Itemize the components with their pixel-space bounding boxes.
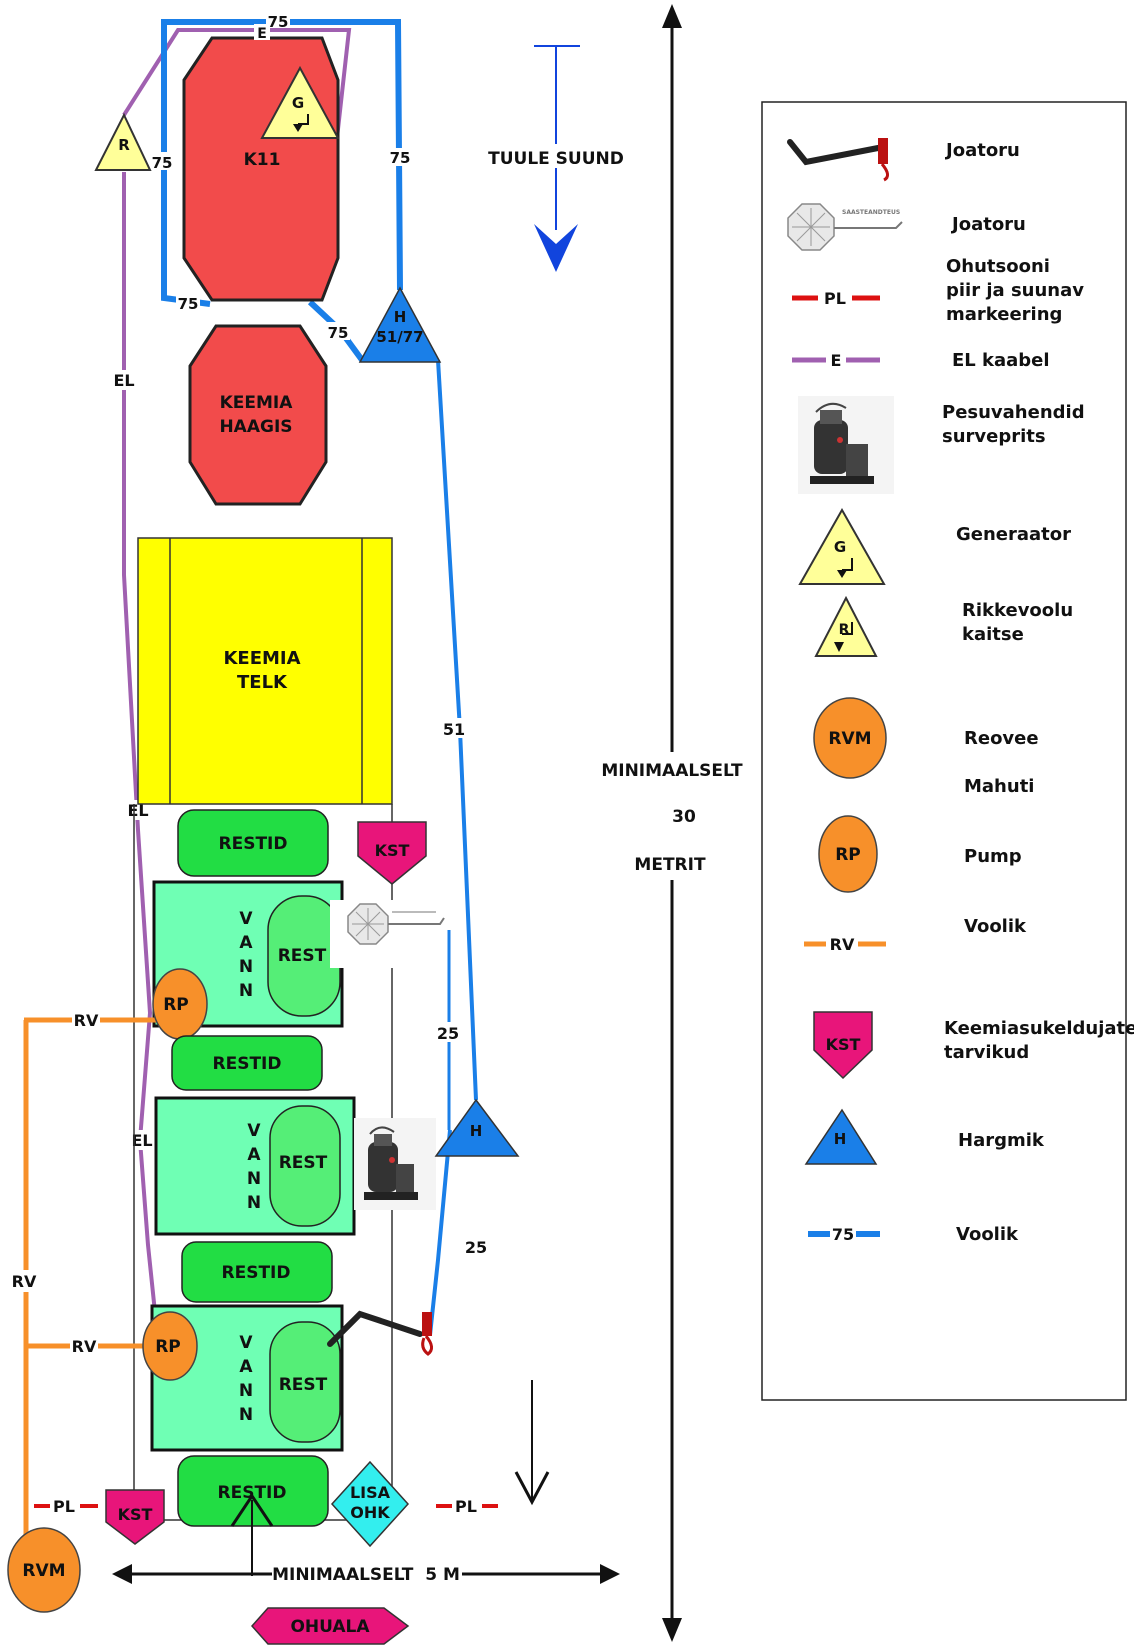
legend-label-generator: Generaator	[956, 524, 1071, 545]
legend-label-blue-hose: Voolik	[956, 1224, 1019, 1245]
vann-2-letter: A	[247, 1145, 261, 1165]
wind-direction-label: TUULE SUUND	[488, 149, 624, 169]
hose-75-top: 75	[268, 13, 289, 31]
legend-label-kst-2: tarvikud	[944, 1042, 1029, 1063]
kst-bottom-label: KST	[118, 1505, 153, 1524]
ohuala-label: OHUALA	[290, 1617, 370, 1637]
vann-3-letter: A	[239, 1357, 253, 1377]
vann-1-letter: N	[239, 957, 253, 977]
keemia-telk	[138, 538, 392, 804]
legend-label-washer-2: surveprits	[942, 426, 1046, 447]
legend-label-rvm-1: Reovee	[964, 728, 1039, 749]
lance-picture	[330, 900, 444, 968]
legend-label-lance: Joatoru	[950, 214, 1026, 235]
hose-75-right: 75	[390, 149, 411, 167]
pl-label-left: PL	[53, 1497, 75, 1516]
lisa-ohk-line2: OHK	[350, 1503, 390, 1522]
hose-75-left: 75	[152, 154, 173, 172]
keemia-telk-line2: TELK	[237, 672, 288, 693]
restid-2-label: RESTID	[213, 1054, 282, 1074]
rv-label-vertical: RV	[12, 1272, 37, 1291]
legend-label-pl-2: piir ja suunav	[946, 280, 1084, 301]
legend-label-spray-gun: Joatoru	[944, 140, 1020, 161]
hose-75-diag: 75	[328, 324, 349, 342]
hose-25-label-2: 25	[465, 1238, 487, 1257]
legend-kst-tag: KST	[826, 1035, 861, 1054]
legend-label-el: EL kaabel	[952, 350, 1050, 371]
legend-rcd-tag: R	[839, 622, 850, 638]
rcd-r-label: R	[118, 136, 130, 154]
vann-1-letter: A	[239, 933, 253, 953]
rest-2-label: REST	[279, 1153, 328, 1173]
legend-label-kst-1: Keemiasukeldujate	[944, 1018, 1134, 1039]
rest-1-label: REST	[278, 946, 327, 966]
spray-gun-picture	[330, 1312, 432, 1354]
vann-1-letter: V	[239, 909, 253, 929]
legend-pressure-washer-icon	[798, 396, 894, 494]
legend-blue-hose-tag: 75	[832, 1225, 854, 1244]
vann-3-letter: V	[239, 1333, 253, 1353]
generator-g-label: G	[292, 94, 304, 112]
legend-hargmik-tag: H	[834, 1130, 847, 1148]
distance-30m-line1: MINIMAALSELT	[601, 761, 743, 781]
legend-pl-tag: PL	[824, 289, 846, 308]
rv-label-1: RV	[74, 1011, 99, 1030]
legend-label-rcd-1: Rikkevoolu	[962, 600, 1073, 621]
el-marker-e: E	[257, 26, 267, 42]
legend-label-pl-1: Ohutsooni	[946, 256, 1050, 277]
hargmik-top-h: H	[394, 308, 407, 326]
legend-label-rvm-2: Mahuti	[964, 776, 1034, 797]
vann-2-letter: V	[247, 1121, 261, 1141]
rv-hoses	[24, 1020, 156, 1540]
rp-pump-1-label: RP	[163, 995, 189, 1015]
restid-1-label: RESTID	[219, 834, 288, 854]
legend-rp-tag: RP	[835, 845, 861, 865]
legend-label-rp: Pump	[964, 846, 1022, 867]
hargmik-top-sub: 51/77	[376, 328, 423, 346]
lisa-ohk-line1: LISA	[350, 1483, 391, 1502]
distance-5m-label: MINIMAALSELT 5 M	[272, 1565, 460, 1585]
legend-el-tag: E	[831, 351, 842, 370]
exit-direction-arrow	[516, 1380, 548, 1502]
distance-30m-line2: 30	[672, 807, 696, 827]
vann-2-letter: N	[247, 1193, 261, 1213]
rv-label-2: RV	[72, 1337, 97, 1356]
hose-75-bottom: 75	[178, 295, 199, 313]
legend-label-washer-1: Pesuvahendid	[942, 402, 1085, 423]
vann-2-letter: N	[247, 1169, 261, 1189]
vann-3-letter: N	[239, 1405, 253, 1425]
vann-1-letter: N	[239, 981, 253, 1001]
legend-lance-tag: SAASTEANDTEUS	[842, 209, 900, 216]
pressure-washer-picture	[354, 1118, 436, 1210]
legend-rv-tag: RV	[830, 935, 855, 954]
legend-rvm-tag: RVM	[828, 729, 871, 749]
rp-pump-2-label: RP	[155, 1337, 181, 1357]
pl-label-right: PL	[455, 1497, 477, 1516]
el-label-1: EL	[113, 371, 134, 390]
legend-generator-tag: G	[834, 538, 846, 556]
keemia-haagis-line1: KEEMIA	[220, 393, 294, 413]
hose-25-label-1: 25	[437, 1024, 459, 1043]
keemia-haagis	[190, 326, 326, 504]
legend-label-hargmik: Hargmik	[958, 1130, 1045, 1151]
hargmik-lower-label: H	[470, 1122, 483, 1140]
distance-30m-line3: METRIT	[634, 855, 706, 875]
rest-3-label: REST	[279, 1375, 328, 1395]
keemia-haagis-line2: HAAGIS	[219, 417, 292, 437]
k11-label: K11	[244, 150, 281, 170]
legend-label-rv: Voolik	[964, 916, 1027, 937]
legend-label-pl-3: markeering	[946, 304, 1062, 325]
rvm-tank-label: RVM	[22, 1561, 65, 1581]
restid-3-label: RESTID	[222, 1263, 291, 1283]
legend-label-rcd-2: kaitse	[962, 624, 1024, 645]
hose-51-label: 51	[443, 720, 465, 739]
keemia-telk-line1: KEEMIA	[223, 648, 300, 669]
hose-51-25	[430, 360, 476, 1335]
kst-top-label: KST	[375, 841, 410, 860]
vann-3-letter: N	[239, 1381, 253, 1401]
